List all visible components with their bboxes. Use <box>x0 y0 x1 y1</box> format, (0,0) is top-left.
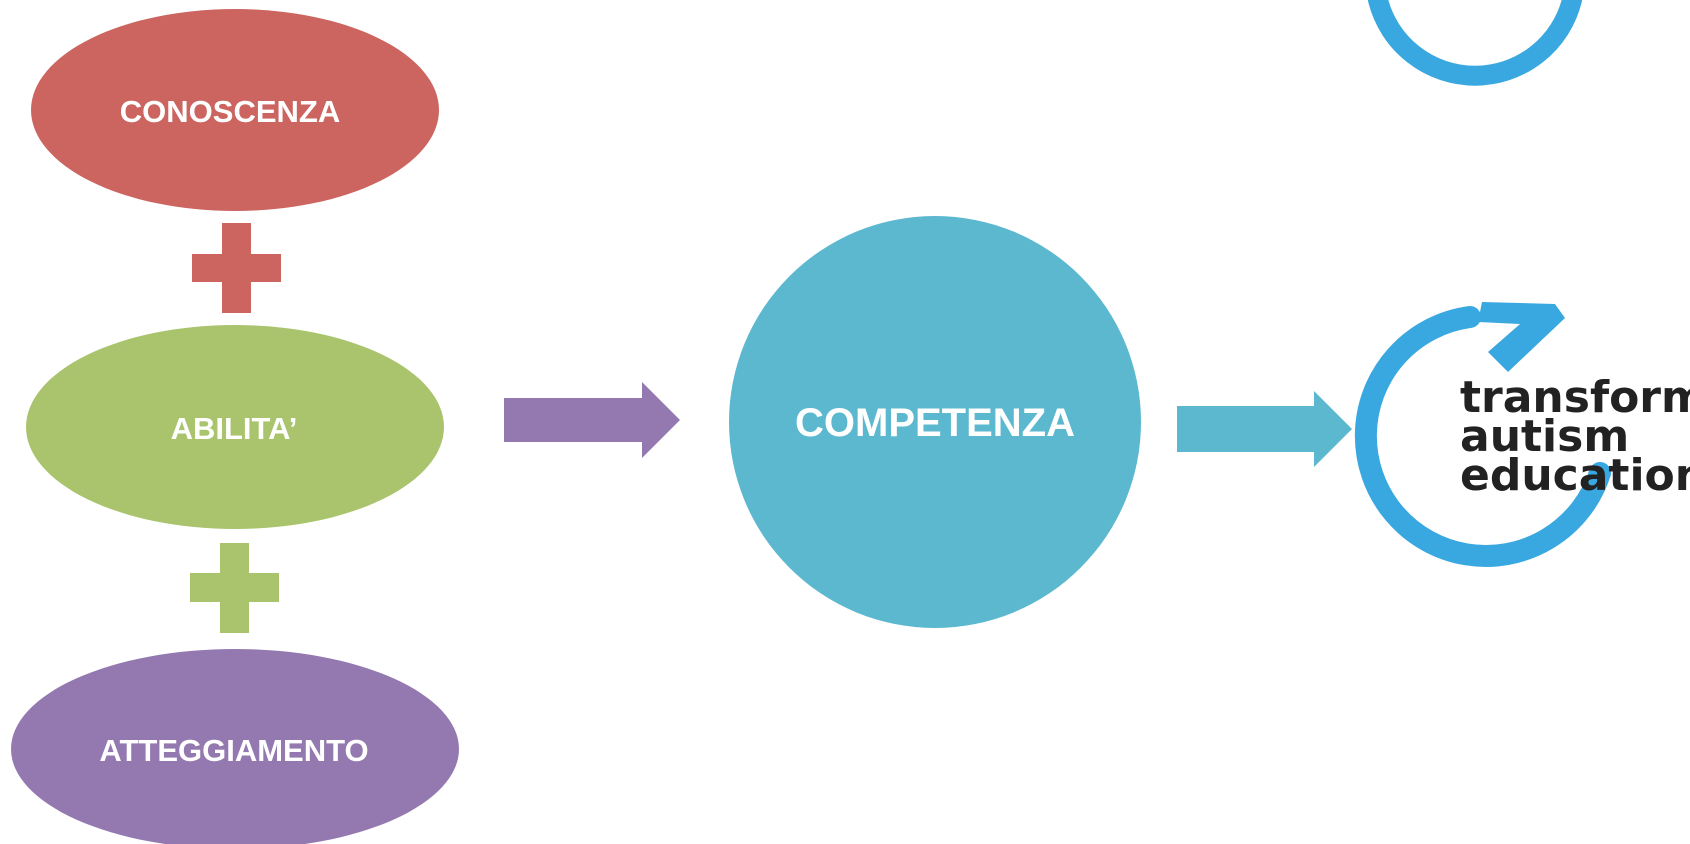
logo-arrow-head-icon <box>1478 302 1565 372</box>
cropped-ring-arc <box>1368 0 1582 86</box>
arrow-purple-shape <box>504 382 680 458</box>
logo-text-line2: autism <box>1460 411 1629 462</box>
knowledge-node: CONOSCENZA <box>31 9 439 211</box>
logo-text-line3: education <box>1460 450 1690 501</box>
competence-circle <box>729 216 1141 628</box>
skills-label: ABILITA’ <box>171 411 298 446</box>
arrow-cyan-shape <box>1177 391 1352 467</box>
competence-label: COMPETENZA <box>795 401 1075 445</box>
arrow-icon-to-competence <box>504 382 680 458</box>
attitude-label: ATTEGGIAMENTO <box>99 733 368 768</box>
transform-autism-education-logo: transform autism education <box>1354 302 1690 567</box>
knowledge-ellipse <box>31 9 439 211</box>
plus-top-horizontal <box>192 254 281 282</box>
arrow-icon-to-logo <box>1177 391 1352 467</box>
attitude-ellipse <box>11 649 459 844</box>
attitude-node: ATTEGGIAMENTO <box>11 649 459 844</box>
competence-node: COMPETENZA <box>729 216 1141 628</box>
logo-ring-arc <box>1354 306 1611 567</box>
skills-node: ABILITA’ <box>26 325 444 529</box>
plus-icon-bottom <box>190 543 279 633</box>
knowledge-label: CONOSCENZA <box>120 94 340 129</box>
logo-text-line1: transform <box>1460 372 1690 423</box>
plus-bottom-horizontal <box>190 573 279 602</box>
skills-ellipse <box>26 325 444 529</box>
plus-icon-top <box>192 223 281 313</box>
cropped-logo-ring <box>1368 0 1582 86</box>
